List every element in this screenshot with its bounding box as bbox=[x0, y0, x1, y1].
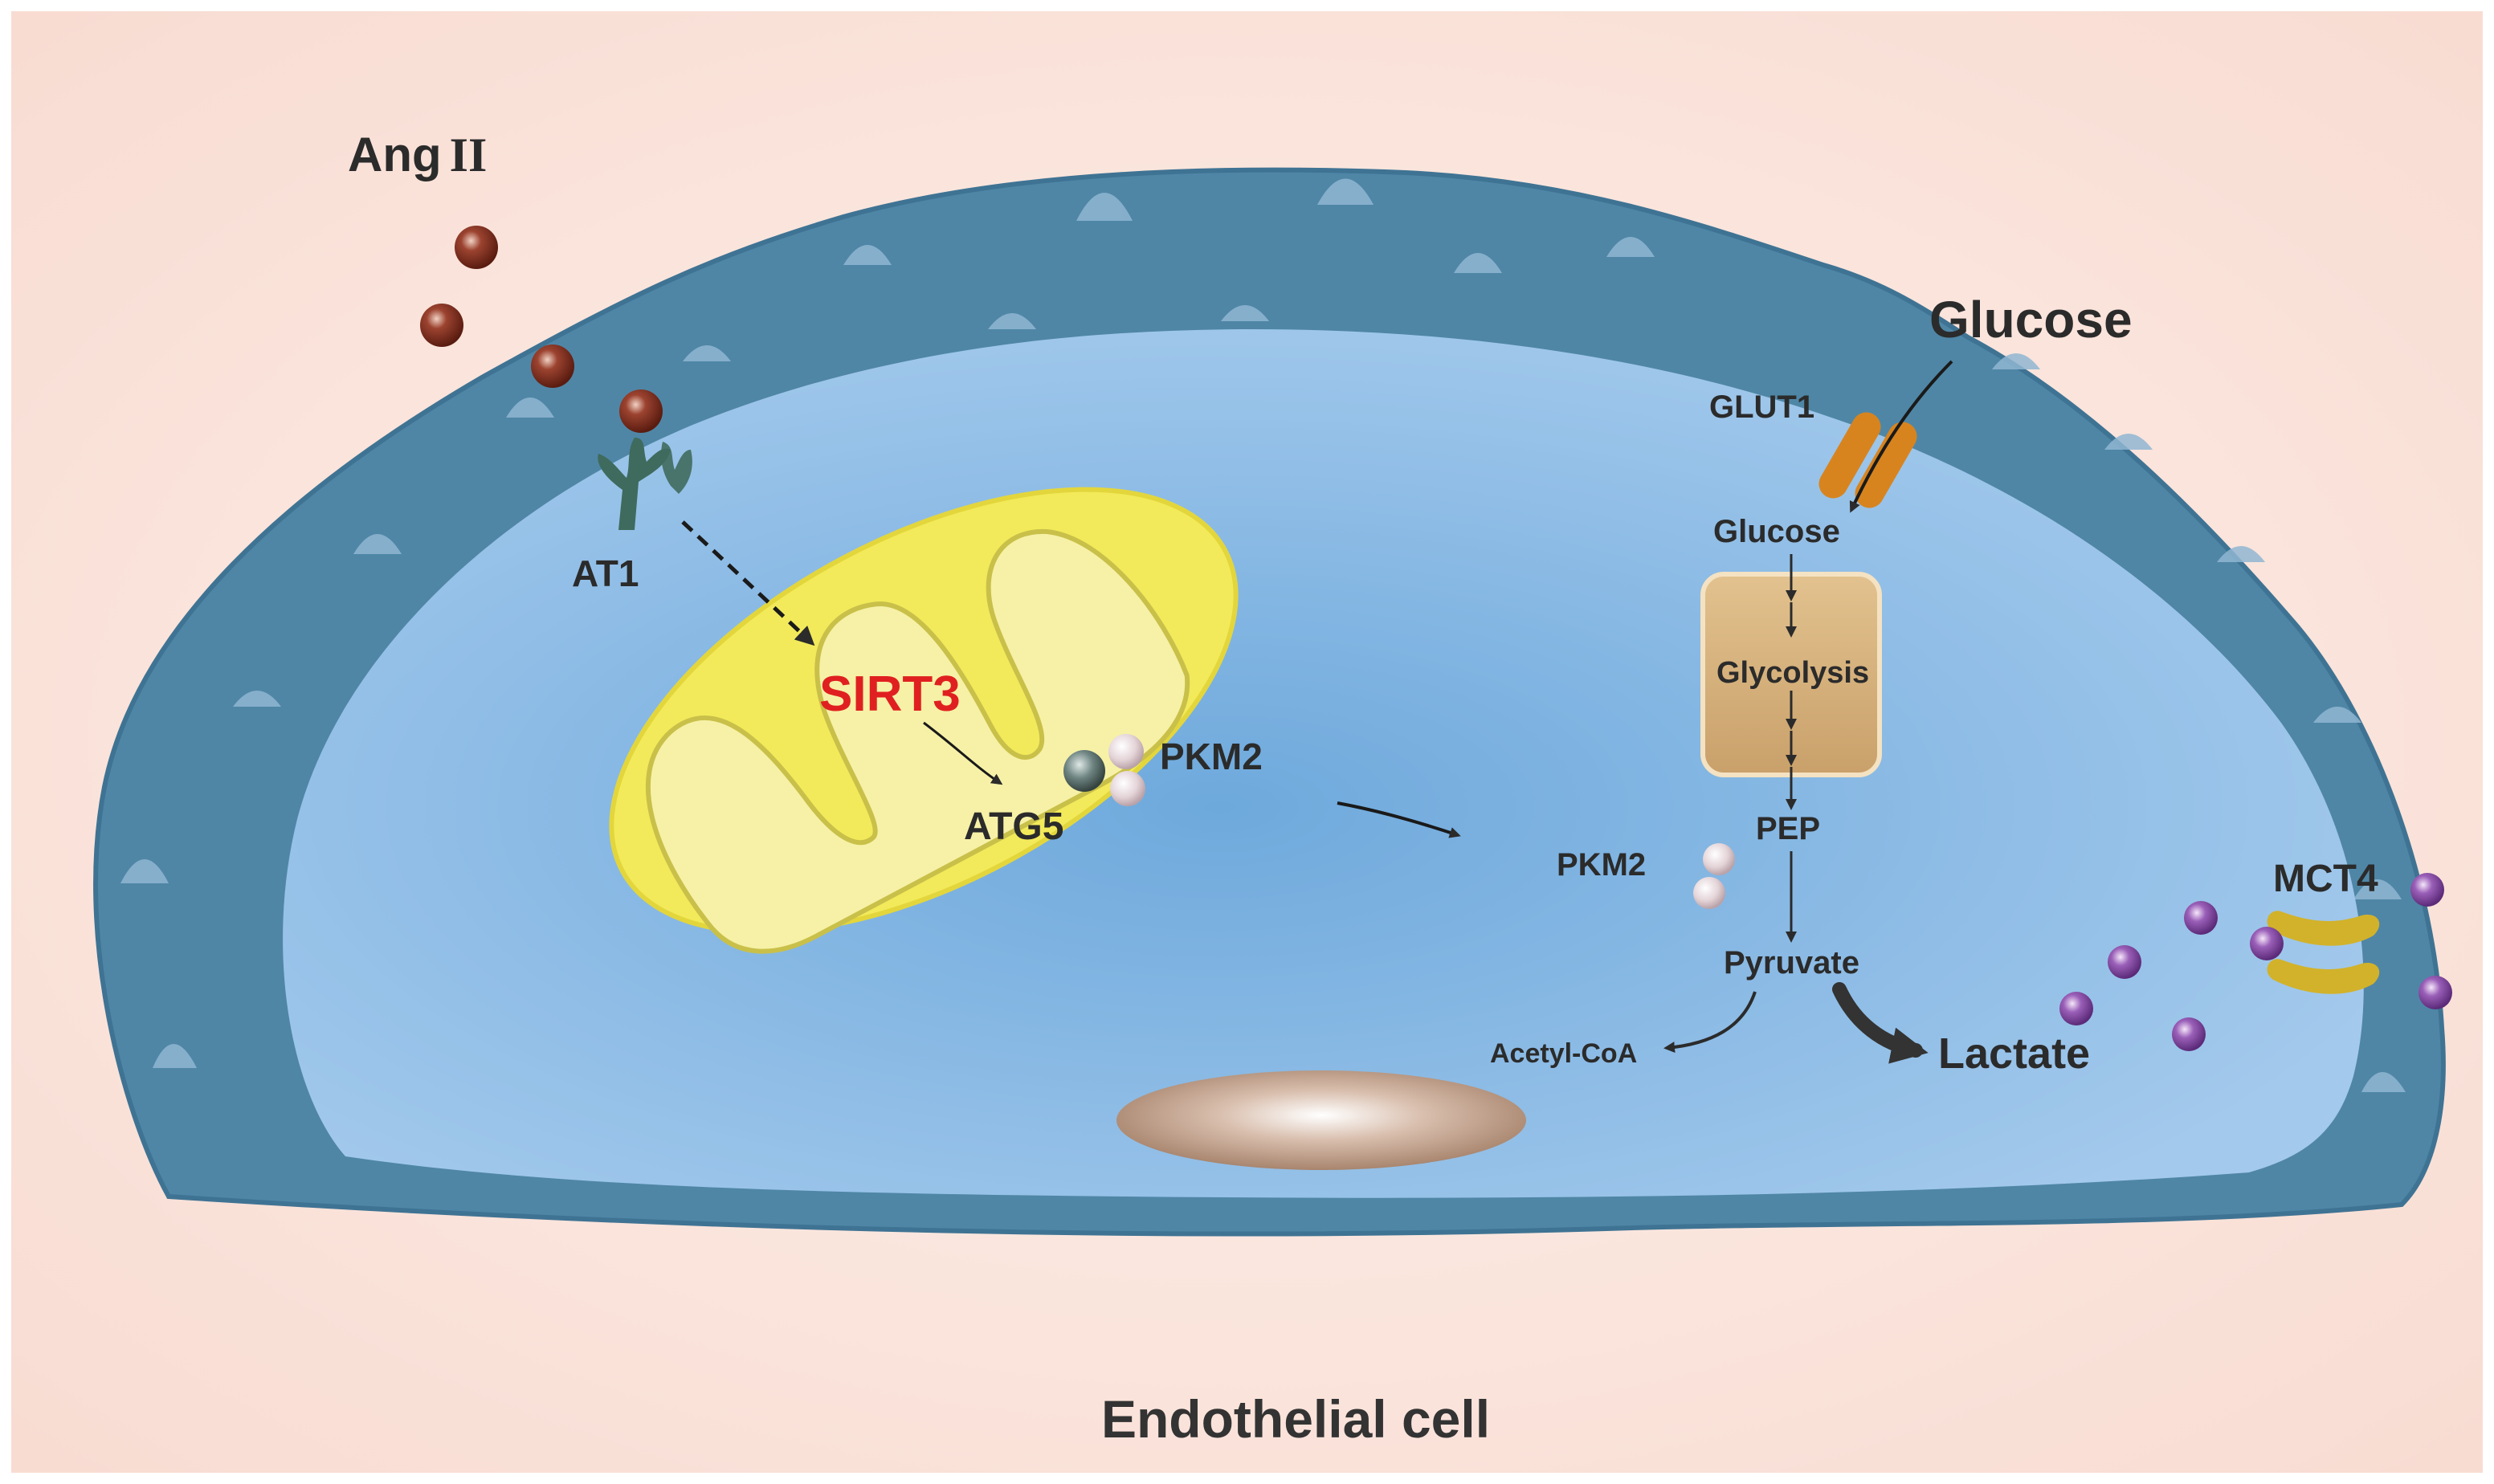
lactate-molecules bbox=[2059, 873, 2452, 1051]
angii-molecule bbox=[619, 389, 663, 433]
pkm2-translocation-arrow bbox=[1337, 801, 1461, 838]
at1-label: AT1 bbox=[572, 552, 639, 594]
pyruvate-to-acetylcoa-arrow bbox=[1663, 991, 1757, 1054]
glucose-outside-label: Glucose bbox=[1929, 291, 2133, 349]
glucose-entry-arrow bbox=[1849, 360, 1953, 513]
lactate-label: Lactate bbox=[1938, 1029, 2090, 1078]
pkm2-molecule bbox=[1108, 734, 1144, 769]
pkm2-cyto-label: PKM2 bbox=[1557, 847, 1646, 883]
angii-molecule bbox=[455, 226, 498, 269]
glut1-transporter bbox=[1818, 412, 1917, 508]
pkm2-molecule bbox=[1703, 843, 1735, 875]
atg5-label: ATG5 bbox=[964, 805, 1063, 848]
glucose-inside-label: Glucose bbox=[1713, 514, 1840, 549]
mct4-label: MCT4 bbox=[2273, 858, 2378, 900]
at1-receptor bbox=[598, 438, 692, 530]
pkm2-molecule bbox=[1693, 877, 1725, 909]
membrane-bumps bbox=[120, 178, 2406, 1092]
caption-endothelial-cell: Endothelial cell bbox=[1101, 1389, 1490, 1449]
glut1-label: GLUT1 bbox=[1709, 389, 1814, 425]
pkm2-molecule bbox=[1110, 771, 1145, 806]
sirt3-to-atg5-arrow bbox=[923, 721, 1003, 785]
angii-molecule bbox=[531, 344, 574, 388]
mct4-transporter bbox=[2267, 911, 2380, 994]
glycolysis-label: Glycolysis bbox=[1716, 656, 1869, 690]
pkm2-mito-label: PKM2 bbox=[1160, 736, 1263, 777]
cytoplasm bbox=[283, 329, 2364, 1198]
sirt3-label: SIRT3 bbox=[819, 667, 961, 722]
pyruvate-to-lactate-arrow bbox=[1832, 982, 1929, 1064]
at1-to-sirt3-arrow bbox=[681, 520, 815, 646]
nucleus bbox=[1116, 1070, 1526, 1170]
pyruvate-label: Pyruvate bbox=[1724, 945, 1859, 980]
atg5-molecule bbox=[1063, 750, 1105, 792]
acetylcoa-label: Acetyl-CoA bbox=[1490, 1038, 1637, 1069]
angii-molecule bbox=[420, 304, 463, 347]
mitochondrion bbox=[609, 487, 1239, 954]
pep-label: PEP bbox=[1756, 811, 1820, 846]
